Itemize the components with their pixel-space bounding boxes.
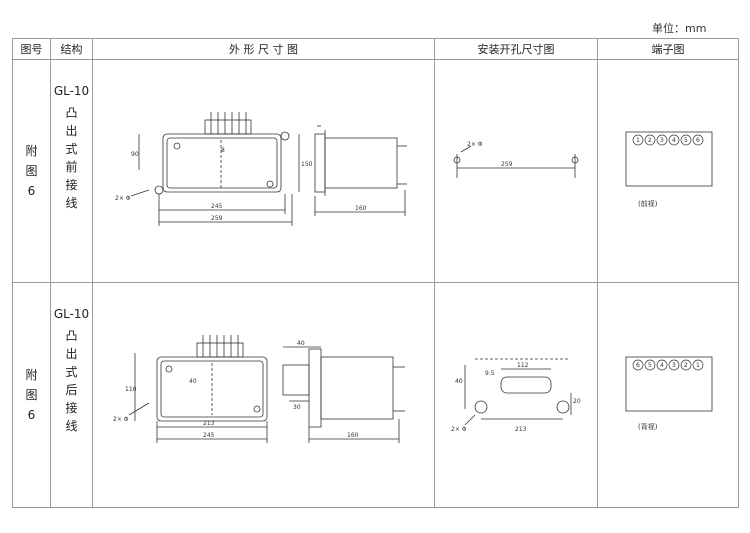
terminal-number: 5 [684, 137, 688, 144]
dim-text: 150 [301, 161, 313, 168]
structure-cell: GL-10 凸 出 式 后 接 线 [50, 282, 93, 508]
dim-text: 110 [125, 386, 137, 393]
figure-no-char: 6 [27, 408, 36, 422]
outline-drawing-cell: 213 245 110 40 160 30 40 2× Φ [92, 282, 435, 508]
terminal-number: 6 [696, 137, 700, 144]
dim-text: 160 [355, 205, 367, 212]
header-structure: 结构 [50, 38, 93, 60]
structure-char: 接 [65, 401, 78, 415]
dim-text: 112 [517, 362, 529, 369]
terminal-number: 6 [636, 362, 640, 369]
figure-no-cell: 附 图 6 [12, 59, 51, 283]
dim-text: 213 [203, 420, 215, 427]
structure-cell: GL-10 凸 出 式 前 接 线 [50, 59, 93, 283]
unit-label: 单位：mm [652, 22, 707, 35]
structure-char: 式 [65, 365, 78, 379]
terminal-number: 3 [672, 362, 676, 369]
terminal-number: 3 [660, 137, 664, 144]
header-row: 图号 结构 外 形 尺 寸 图 安装开孔尺寸图 端子图 [12, 38, 739, 60]
dim-text: 2× Φ [467, 141, 483, 148]
header-outline: 外 形 尺 寸 图 [92, 38, 435, 60]
terminal-drawing: 6 5 4 3 2 1 (背视) [625, 356, 713, 431]
dim-text: 259 [211, 215, 223, 222]
terminal-drawing-cell: 1 2 3 4 5 6 (前视) [597, 59, 739, 283]
dim-text: 2× Φ [115, 195, 131, 202]
terminal-number: 2 [648, 137, 652, 144]
model-label: GL-10 [53, 84, 90, 98]
dim-text: 30 [293, 404, 301, 411]
dim-text: 213 [515, 426, 527, 433]
dim-text: 2× Φ [113, 416, 129, 423]
figure-no-char: 图 [25, 164, 38, 178]
model-label: GL-10 [53, 307, 90, 321]
table-row: 附 图 6 GL-10 凸 出 式 后 接 线 [12, 282, 739, 508]
terminal-number: 2 [684, 362, 688, 369]
dim-text: 40 [189, 378, 197, 385]
outline-drawing: 245 259 90 150 160 8 2× Φ [115, 112, 407, 226]
header-figure-no: 图号 [12, 38, 51, 60]
spec-table: 图号 结构 外 形 尺 寸 图 安装开孔尺寸图 端子图 附 图 6 GL-10 … [12, 38, 739, 508]
dim-text: 40 [455, 378, 463, 385]
figure-no-char: 图 [25, 388, 38, 402]
structure-char: 线 [65, 196, 78, 210]
dim-text: 20 [573, 398, 581, 405]
structure-char: 线 [65, 419, 78, 433]
dim-text: 259 [501, 161, 513, 168]
header-install: 安装开孔尺寸图 [434, 38, 598, 60]
terminal-number: 4 [660, 362, 664, 369]
terminal-caption: (背视) [638, 422, 658, 431]
table-row: 附 图 6 GL-10 凸 出 式 前 接 线 [12, 59, 739, 283]
terminal-number: 1 [636, 137, 640, 144]
install-drawing-cell: 259 2× Φ [434, 59, 598, 283]
dim-text: 9.5 [485, 370, 495, 377]
figure-no-char: 附 [25, 144, 38, 158]
dim-text: 8 [221, 147, 225, 154]
dim-text: 160 [347, 432, 359, 439]
structure-char: 接 [65, 178, 78, 192]
structure-char: 后 [65, 383, 78, 397]
structure-char: 凸 [65, 329, 78, 343]
figure-no-cell: 附 图 6 [12, 282, 51, 508]
header-terminal: 端子图 [597, 38, 739, 60]
terminal-drawing-cell: 6 5 4 3 2 1 (背视) [597, 282, 739, 508]
terminal-drawing: 1 2 3 4 5 6 (前视) [625, 131, 713, 208]
terminal-number: 5 [648, 362, 652, 369]
install-drawing-cell: 112 213 40 9.5 20 2× Φ [434, 282, 598, 508]
outline-drawing: 213 245 110 40 160 30 40 2× Φ [113, 335, 405, 443]
dim-text: 245 [203, 432, 215, 439]
figure-no-char: 附 [25, 368, 38, 382]
structure-char: 凸 [65, 106, 78, 120]
figure-no-char: 6 [27, 184, 36, 198]
dim-text: 90 [131, 151, 139, 158]
dim-text: 40 [297, 340, 305, 347]
terminal-caption: (前视) [638, 199, 658, 208]
terminal-number: 1 [696, 362, 700, 369]
structure-char: 式 [65, 142, 78, 156]
terminal-number: 4 [672, 137, 676, 144]
install-drawing: 112 213 40 9.5 20 2× Φ [451, 358, 581, 433]
structure-char: 出 [65, 124, 78, 138]
install-drawing: 259 2× Φ [453, 141, 579, 178]
dim-text: 245 [211, 203, 223, 210]
structure-char: 出 [65, 347, 78, 361]
dim-text: 2× Φ [451, 426, 467, 433]
structure-char: 前 [65, 160, 78, 174]
outline-drawing-cell: 245 259 90 150 160 8 2× Φ [92, 59, 435, 283]
